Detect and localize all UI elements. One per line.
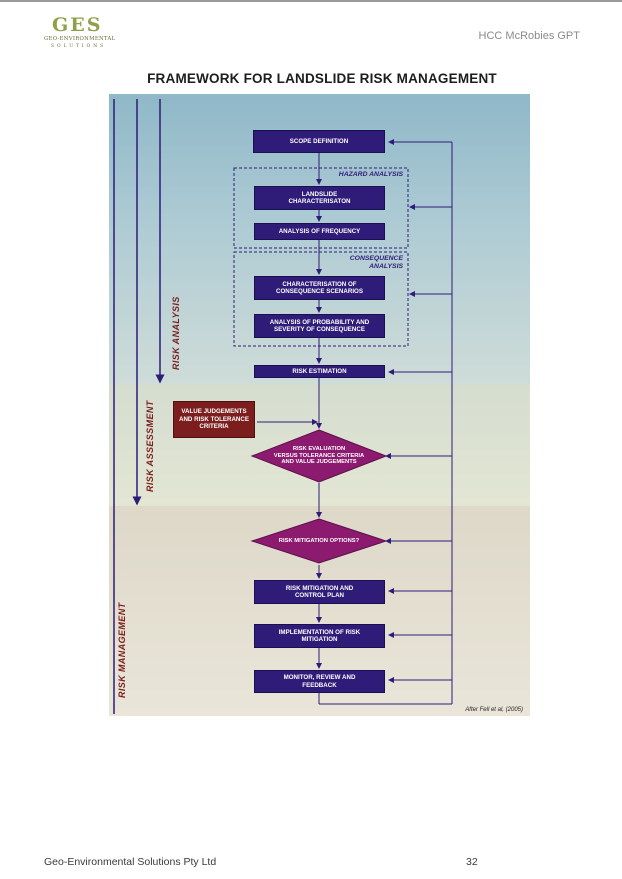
footer-company: Geo-Environmental Solutions Pty Ltd (44, 856, 217, 868)
probability-severity-box: ANALYSIS OF PROBABILITY AND SEVERITY OF … (254, 314, 385, 338)
figure-title: FRAMEWORK FOR LANDSLIDE RISK MANAGEMENT (147, 71, 497, 86)
consequence-analysis-group (233, 251, 409, 347)
logo-subtitle: GEO-ENVIRONMENTAL (44, 36, 116, 42)
hazard-analysis-group (233, 167, 409, 249)
risk-management-label: RISK MANAGEMENT (117, 602, 127, 699)
risk-assessment-label: RISK ASSESSMENT (145, 400, 155, 492)
monitor-review-box: MONITOR, REVIEW AND FEEDBACK (254, 670, 385, 693)
logo-subtitle-2: SOLUTIONS (51, 44, 107, 49)
document-title: HCC McRobies GPT (478, 30, 580, 42)
risk-analysis-label: RISK ANALYSIS (171, 296, 181, 370)
flow-connectors (113, 99, 453, 714)
scope-definition-box: SCOPE DEFINITION (253, 130, 385, 153)
implementation-box: IMPLEMENTATION OF RISK MITIGATION (254, 624, 385, 648)
landslide-characterisation-box: LANDSLIDE CHARACTERISATON (254, 186, 385, 210)
risk-evaluation-label: RISK EVALUATION VERSUS TOLERANCE CRITERI… (273, 445, 365, 466)
mitigation-plan-box: RISK MITIGATION AND CONTROL PLAN (254, 580, 385, 604)
hazard-analysis-label: HAZARD ANALYSIS (338, 171, 403, 178)
value-judgements-box: VALUE JUDGEMENTS AND RISK TOLERANCE CRIT… (173, 401, 255, 438)
figure-credit: After Fell et al, (2005) (465, 707, 523, 713)
framework-figure: HAZARD ANALYSIS CONSEQUENCE ANALYSIS SCO… (109, 94, 530, 716)
consequence-analysis-label: CONSEQUENCE ANALYSIS (349, 255, 403, 270)
consequence-scenarios-box: CHARACTERISATION OF CONSEQUENCE SCENARIO… (254, 276, 385, 300)
analysis-of-frequency-box: ANALYSIS OF FREQUENCY (254, 223, 385, 240)
mitigation-options-diamond (250, 518, 388, 564)
company-logo: GES GEO-ENVIRONMENTAL SOLUTIONS (44, 14, 128, 54)
page-number: 32 (466, 856, 478, 868)
risk-evaluation-diamond (250, 429, 388, 483)
mitigation-options-label: RISK MITIGATION OPTIONS? (278, 537, 360, 544)
top-rule (0, 0, 622, 2)
logo-mark: GES (52, 14, 103, 36)
risk-estimation-box: RISK ESTIMATION (254, 365, 385, 378)
